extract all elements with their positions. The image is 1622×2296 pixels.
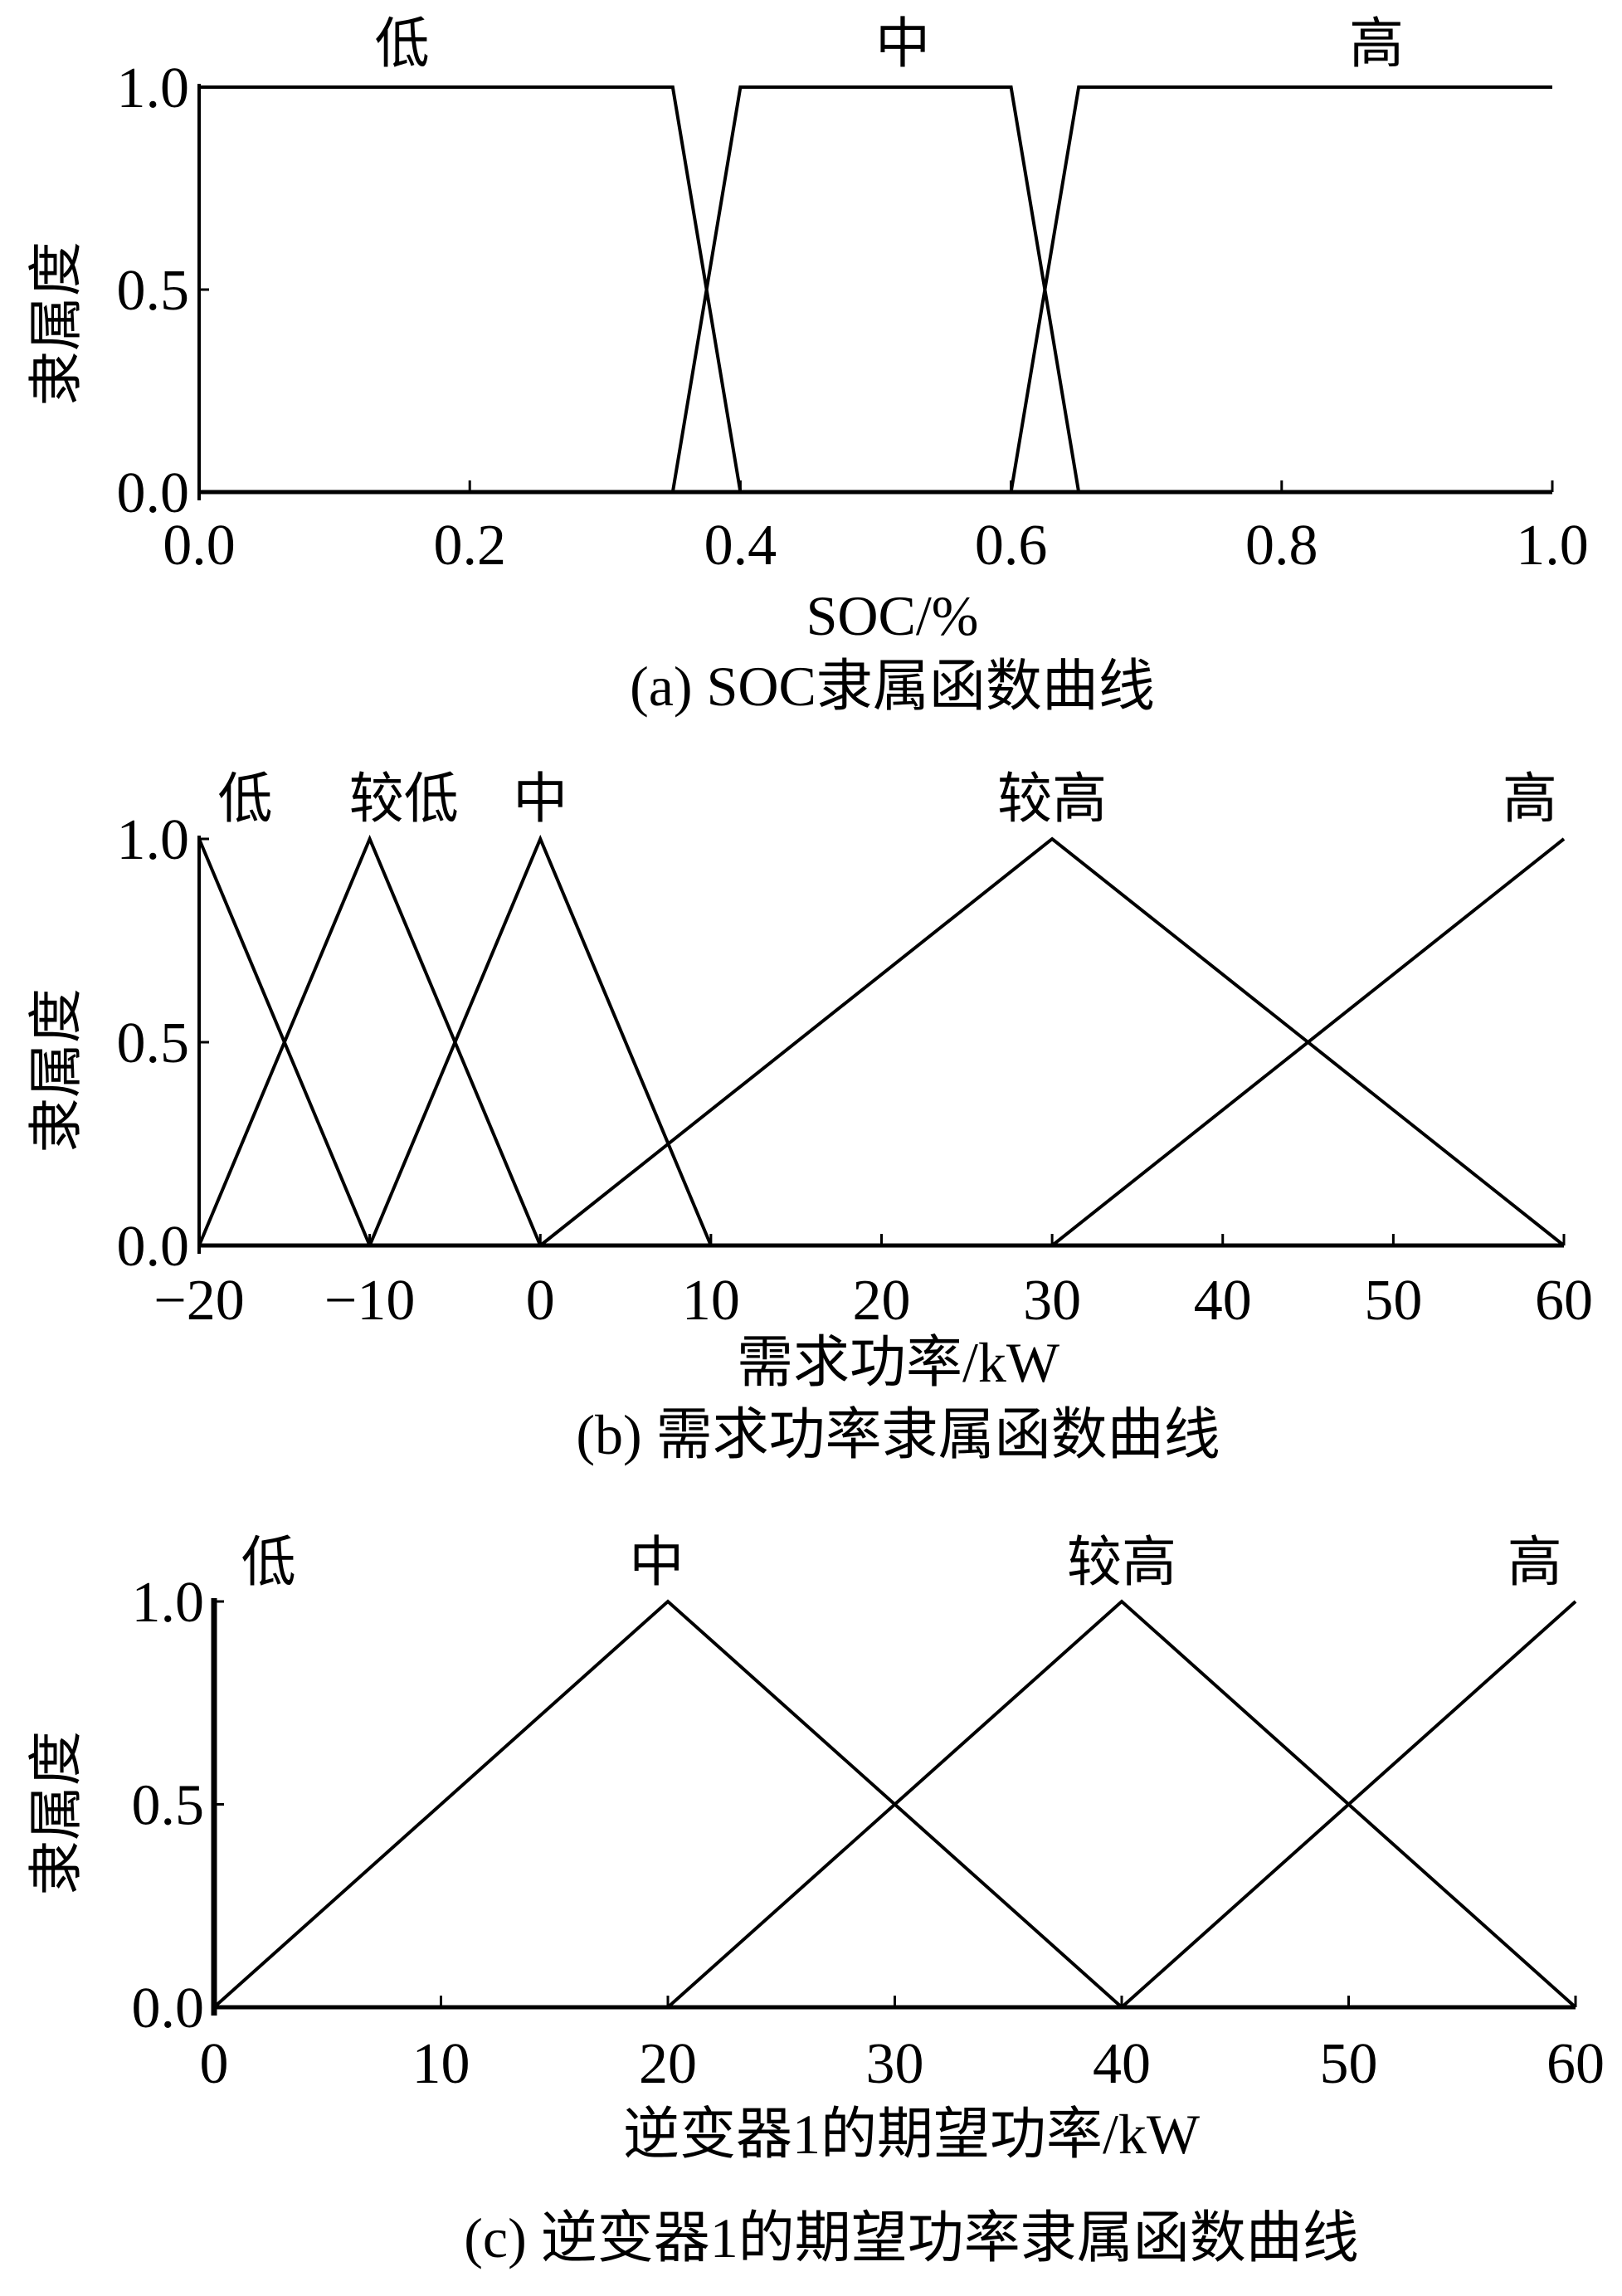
y-tick-label: 1.0 <box>117 56 190 120</box>
x-tick-label: 0.6 <box>975 514 1048 578</box>
series-line-0 <box>199 85 743 494</box>
series-line-3 <box>539 836 1566 1247</box>
y-tick-label: 0.0 <box>117 461 190 525</box>
y-axis-label: 隶属度 <box>27 988 87 1153</box>
x-tick-label: 0.2 <box>433 514 506 578</box>
chart-panel-a: 0.0 0.2 0.4 0.6 0.8 1.0 0.0 0.5 1.0 隶属度 SOC/% (a) S… <box>27 14 1589 718</box>
x-tick-label: 1.0 <box>1516 514 1589 578</box>
x-tick-label: 0.0 <box>163 514 236 578</box>
series-label: 较高 <box>997 769 1107 830</box>
series-label: 低 <box>218 769 273 830</box>
y-tick-label: 0.5 <box>117 1012 190 1075</box>
y-tick-label: 0.5 <box>117 259 190 323</box>
x-axis-label: 需求功率/kW <box>737 1331 1060 1394</box>
series-line-1 <box>197 834 543 1246</box>
series-label: 高 <box>1508 1533 1562 1593</box>
series-label: 中 <box>875 14 930 75</box>
series-label: 中 <box>513 769 567 830</box>
y-tick-label: 0.0 <box>132 1977 205 2040</box>
y-tick-label: 1.0 <box>132 1571 205 1635</box>
y-tick-label: 0.0 <box>117 1215 190 1279</box>
y-tick-label: 1.0 <box>117 808 190 872</box>
chart-title: (a) SOC隶属函数曲线 <box>630 655 1155 718</box>
series-label: 高 <box>1349 14 1404 75</box>
x-tick-label: −10 <box>324 1269 415 1333</box>
x-tick-label: 0 <box>200 2032 229 2096</box>
series-label: 较低 <box>349 769 459 830</box>
x-tick-label: 50 <box>1364 1269 1422 1333</box>
series-line-2 <box>368 834 713 1246</box>
x-tick-label: 40 <box>1194 1269 1252 1333</box>
chart-title: (c) 逆变器1的期望功率隶属函数曲线 <box>464 2206 1358 2269</box>
x-tick-label: 10 <box>682 1269 740 1333</box>
series-label: 低 <box>375 14 430 75</box>
x-axis-label: 逆变器1的期望功率/kW <box>623 2103 1201 2166</box>
y-axis-label: 隶属度 <box>27 241 87 406</box>
x-tick-label: 60 <box>1535 1269 1593 1333</box>
x-tick-label: 10 <box>412 2032 470 2096</box>
series-label: 中 <box>629 1533 684 1593</box>
x-tick-label: 0 <box>526 1269 555 1333</box>
x-tick-label: 50 <box>1320 2032 1378 2096</box>
x-tick-label: 30 <box>1023 1269 1081 1333</box>
x-tick-label: 60 <box>1547 2032 1605 2096</box>
series-line-3 <box>1120 1600 1577 2009</box>
x-tick-label: 40 <box>1093 2032 1151 2096</box>
series-label: 高 <box>1503 769 1557 830</box>
series-label: 较高 <box>1067 1533 1176 1593</box>
series-label: 低 <box>241 1533 296 1593</box>
x-tick-label: 0.8 <box>1245 514 1318 578</box>
x-tick-label: 0.4 <box>704 514 777 578</box>
x-tick-label: −20 <box>153 1269 244 1333</box>
y-axis-label: 隶属度 <box>27 1731 87 1895</box>
series-line-2 <box>1009 85 1552 493</box>
chart-title: (b) 需求功率隶属函数曲线 <box>576 1403 1220 1466</box>
series-line-1 <box>670 85 1081 493</box>
x-tick-label: 30 <box>866 2032 924 2096</box>
y-tick-label: 0.5 <box>132 1774 205 1838</box>
x-tick-label: 20 <box>853 1269 911 1333</box>
series-line-1 <box>212 1599 1123 2009</box>
series-line-4 <box>1050 837 1566 1247</box>
x-tick-label: 20 <box>639 2032 697 2096</box>
series-line-2 <box>666 1599 1577 2009</box>
x-axis-label: SOC/% <box>806 584 979 647</box>
